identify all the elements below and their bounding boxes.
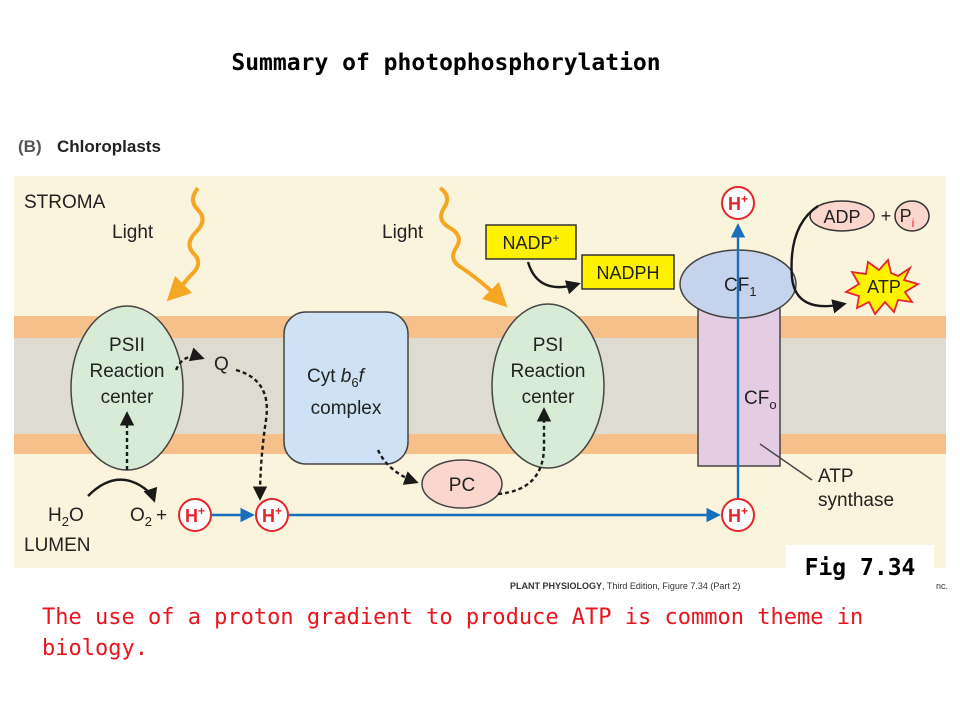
psi-reaction-center	[491, 303, 605, 469]
cfo-label: CFo	[744, 388, 777, 412]
cf1-label: CF1	[724, 275, 757, 299]
proton-3-icon	[721, 498, 755, 532]
psi-label-3: center	[522, 387, 575, 408]
proton-2-label: H+	[262, 504, 282, 526]
psii-label-3: center	[101, 387, 154, 408]
light-label-2: Light	[382, 222, 424, 243]
atp-synthesis-arrow	[790, 205, 847, 314]
cyt-complex-label: complex	[311, 398, 382, 419]
pc-to-psi-arrow	[497, 407, 552, 496]
water-oxidation-arrow	[87, 478, 158, 503]
psii-label-1: PSII	[109, 335, 145, 356]
atp-synthase-label-1: ATP	[818, 466, 854, 487]
pc-label: PC	[449, 475, 475, 496]
q-to-lumen-arrow	[235, 368, 269, 501]
atp-synthase-label-2: synthase	[818, 490, 894, 511]
plastoquinone-label: Q	[214, 354, 229, 375]
light-wave-2-icon	[438, 186, 508, 308]
pi-label: Pi	[900, 206, 915, 230]
nadph-label: NADPH	[596, 263, 659, 283]
panel-letter: (B)	[18, 137, 42, 156]
light-wave-1-icon	[166, 186, 205, 302]
water-label: H2O	[48, 505, 84, 529]
atp-burst-icon	[843, 258, 921, 316]
figure-credit-end: nc.	[936, 581, 948, 591]
slide-caption: The use of a proton gradient to produce …	[42, 605, 864, 661]
proton-4-icon	[721, 186, 755, 220]
psi-label-1: PSI	[533, 335, 564, 356]
nadp-label: NADP+	[502, 231, 559, 253]
nadp-reduction-arrow	[526, 261, 581, 295]
proton-4-label: H+	[728, 192, 748, 214]
oxygen-label: O2+	[130, 505, 167, 529]
cyt-b6f-complex	[283, 311, 409, 465]
stroma-label: STROMA	[24, 192, 106, 213]
adp-label: ADP	[823, 207, 860, 227]
proton-3-label: H+	[728, 504, 748, 526]
plastocyanin	[421, 459, 503, 509]
slide-title: Summary of photophosphorylation	[231, 50, 661, 76]
lumen-label: LUMEN	[24, 535, 91, 556]
nadph-box	[581, 254, 675, 290]
proton-1-label: H+	[185, 504, 205, 526]
figure-number-label: Fig 7.34	[786, 545, 934, 591]
pi-oval	[894, 200, 930, 232]
cyt-to-pc-arrow	[376, 449, 419, 485]
plus-sign: +	[881, 206, 892, 226]
atp-label: ATP	[867, 277, 901, 297]
psi-label-2: Reaction	[511, 361, 586, 382]
proton-1-icon	[178, 498, 212, 532]
proton-2-icon	[255, 498, 289, 532]
cyt-label: Cyt b6f	[307, 366, 366, 390]
psii-to-q-arrow	[174, 347, 205, 371]
light-label-1: Light	[112, 222, 154, 243]
adp-oval	[809, 200, 875, 232]
nadp-box	[485, 224, 577, 260]
atp-synthase-pointer	[759, 443, 813, 481]
psii-label-2: Reaction	[90, 361, 165, 382]
panel-title: Chloroplasts	[57, 137, 161, 156]
figure-credit: PLANT PHYSIOLOGY, Third Edition, Figure …	[510, 581, 740, 591]
